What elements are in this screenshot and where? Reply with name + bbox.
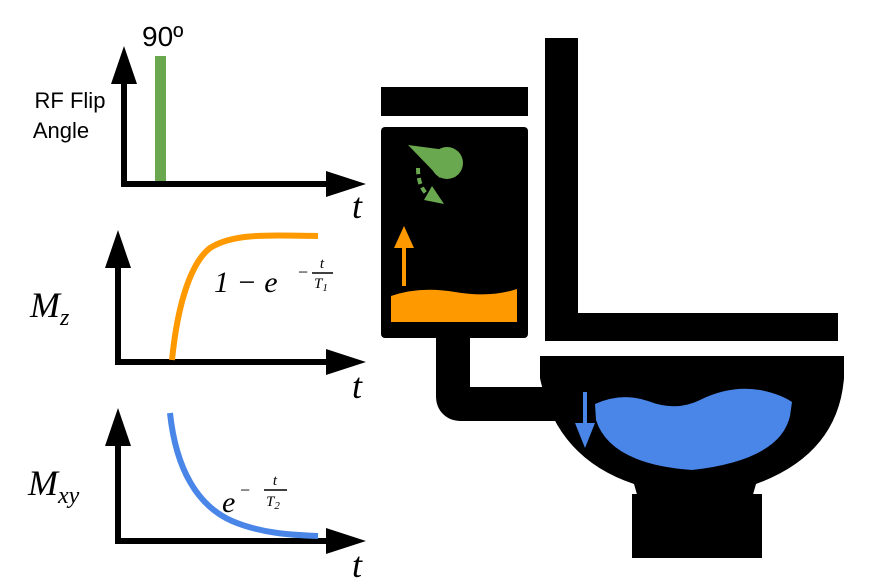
rf-flip-angle-plot: 90º RF Flip Angle t — [33, 21, 366, 226]
rf-pulse-bar — [155, 56, 166, 184]
refill-arrow-head — [394, 226, 414, 248]
rf-y-label-line1: RF Flip — [35, 88, 106, 113]
rf-y-axis-arrowhead — [111, 46, 137, 84]
mxy-x-label: t — [352, 545, 363, 585]
mz-recovery-curve — [169, 232, 319, 361]
mxy-x-axis-arrowhead — [326, 528, 366, 554]
rf-x-axis-arrowhead — [326, 171, 366, 197]
mz-formula-exp-num: t — [320, 256, 325, 272]
mz-formula-prefix: 1 − e — [214, 266, 278, 299]
mxy-formula-exp-sign: − — [240, 480, 250, 500]
mz-formula-exp-sign: − — [298, 262, 308, 282]
flapper-valve-icon — [408, 145, 463, 204]
mz-x-axis-arrowhead — [326, 349, 366, 375]
toilet-backrest — [545, 38, 578, 338]
mz-plot: Mz t 1 − e − t T1 — [29, 230, 366, 406]
rf-pulse-label: 90º — [142, 21, 183, 52]
rf-y-label-line2: Angle — [33, 118, 89, 143]
mxy-decay-curve — [167, 412, 319, 539]
mz-formula: 1 − e − t T1 — [214, 256, 333, 299]
mz-formula-exp-den: T1 — [314, 276, 328, 294]
mxy-formula: e − t T2 — [222, 473, 287, 519]
mxy-formula-exp-num: t — [273, 473, 278, 489]
mz-y-axis-arrowhead — [105, 230, 131, 268]
drain-arrow-head — [575, 423, 595, 448]
tank-water — [391, 289, 517, 322]
mxy-y-label: Mxy — [27, 463, 80, 509]
toilet-icon — [381, 38, 844, 558]
mxy-plot: Mxy t e − t T2 — [27, 408, 366, 585]
rf-x-label: t — [352, 186, 363, 226]
tank-lid — [381, 87, 528, 116]
toilet-seat — [545, 313, 838, 341]
drain-pipe — [436, 336, 570, 421]
bowl-water — [595, 388, 792, 470]
toilet-pedestal — [632, 494, 762, 558]
mxy-y-axis-arrowhead — [105, 408, 131, 446]
mz-x-label: t — [352, 366, 363, 406]
mz-y-label: Mz — [29, 285, 70, 331]
mxy-formula-prefix: e — [222, 486, 235, 519]
mxy-formula-exp-den: T2 — [266, 494, 280, 512]
